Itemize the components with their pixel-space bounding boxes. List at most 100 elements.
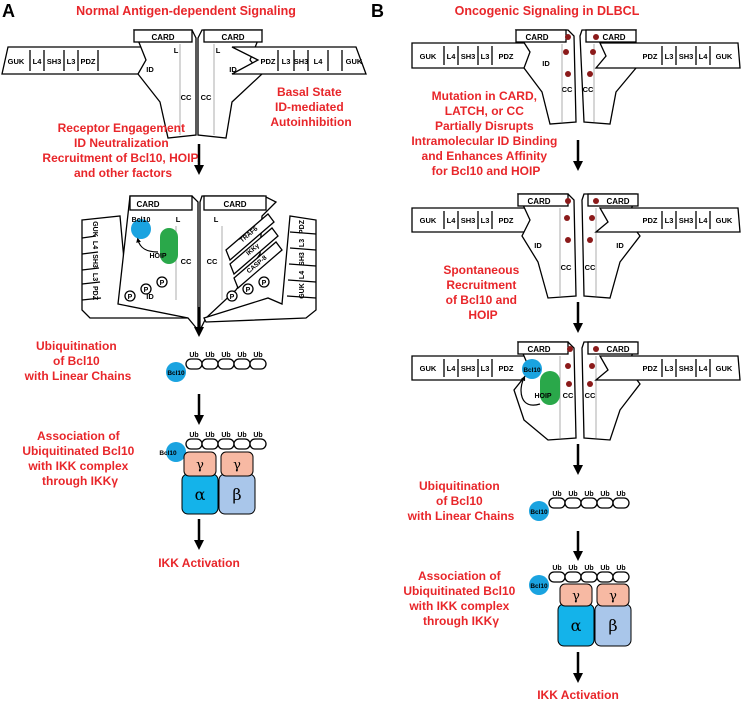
mutation-dot [590,49,596,55]
domain-guk: GUK [420,216,437,225]
ub-label: Ub [616,565,625,572]
hoip-protein [160,228,178,264]
domain-pdz: PDZ [643,364,658,373]
panel-b-title: Oncogenic Signaling in DLBCL [455,4,640,18]
domain-card: CARD [223,200,246,209]
ub-label: Ub [189,352,198,359]
bcl10-label: Bcl10 [167,370,185,377]
ub-label: Ub [205,352,214,359]
panel-a-letter: A [2,1,15,21]
domain-l4: L4 [447,216,457,225]
domain-l4: L4 [699,216,709,225]
mutation-dot [567,346,573,352]
domain-id: ID [616,241,624,250]
domain-l3: L3 [665,52,674,61]
ubiquitination-label: Ubiquitination of Bcl10 with Linear Chai… [24,339,132,383]
gamma-label: γ [233,458,241,473]
ub-chain-unit [580,497,598,509]
mutation-dot [589,363,595,369]
phospho-site [242,283,254,295]
domain-l4: L4 [33,57,43,66]
domain-guk: GUK [299,283,306,299]
bcl10-protein [166,362,186,382]
phospho-label: P [262,280,267,287]
bcl10-label: Bcl10 [523,367,541,374]
ub-label: Ub [253,352,262,359]
ub-label: Ub [221,352,230,359]
bcl10-label: Bcl10 [530,583,548,590]
domain-guk: GUK [8,57,25,66]
recruit-arrow [136,237,159,253]
mutation-dot [565,363,571,369]
domain-guk: GUK [91,221,98,237]
domain-l3: L3 [91,273,98,281]
basal-card11-diagram: GUK L4 SH3 L3 PDZ CARD L ID CC CARD L ID… [1,29,367,139]
domain-l4: L4 [314,57,324,66]
mutant-card11-diagram: GUK L4 SH3 L3 PDZ CARD ID CC CARD ID CC … [411,29,741,125]
domain-l4: L4 [447,52,457,61]
ub-label: Ub [253,432,262,439]
ub-chain-unit [217,358,235,370]
phospho-label: P [160,280,165,287]
domain-guk: GUK [420,364,437,373]
domain-cc: CC [201,93,212,102]
primed-card11-diagram: GUK L4 SH3 L3 PDZ CARD ID CC CARD ID CC … [411,193,741,299]
ub-chain-unit [564,497,582,509]
phospho-site [140,283,152,295]
recruited-card11-diagram: GUK L4 SH3 L3 PDZ CARD CC CARD CC PDZ L3… [411,341,741,441]
ub-chain-unit [217,438,235,450]
panel-a: A Normal Antigen-dependent Signaling GUK… [1,1,367,570]
ub-label: Ub [552,491,561,498]
phospho-site [226,290,238,302]
ub-chain-unit [596,497,614,509]
domain-l3: L3 [481,364,490,373]
domain-card: CARD [606,345,629,354]
domain-sh3: SH3 [294,57,309,66]
gamma-label: γ [572,589,580,604]
ikk-gamma [596,583,630,607]
phospho-label: P [230,294,235,301]
ubiquitination-label: Ubiquitination of Bcl10 with Linear Chai… [407,479,515,523]
domain-l3: L3 [481,216,490,225]
ikk-gamma [220,451,254,477]
domain-pdz: PDZ [299,219,306,234]
phospho-site [258,276,270,288]
domain-l3: L3 [665,216,674,225]
ubiquitinated-bcl10: Bcl10 Ub Ub Ub Ub Ub [166,352,267,382]
recruit-arrow [520,375,541,406]
mutation-dot [566,381,572,387]
domain-sh3: SH3 [679,364,694,373]
domain-cc: CC [181,93,192,102]
ub-chain-unit [548,497,566,509]
bcl10-label: Bcl10 [159,450,177,457]
domain-pdz: PDZ [91,286,98,301]
bcl10-protein [529,575,549,595]
domain-sh3: SH3 [679,52,694,61]
alpha-label: α [195,485,206,504]
domain-id: ID [146,65,154,74]
domain-id: ID [534,241,542,250]
domain-pdz: PDZ [81,57,96,66]
ikk-activation-label: IKK Activation [537,688,619,702]
panel-b: B Oncogenic Signaling in DLBCL GUK L4 SH… [371,1,741,702]
phospho-label: P [128,294,133,301]
bcl10-protein [131,219,151,239]
ub-chain-unit [233,438,251,450]
ub-label: Ub [221,432,230,439]
domain-id: ID [542,59,550,68]
receptor-engagement-label: Receptor Engagement ID Neutralization Re… [42,121,203,180]
panel-b-letter: B [371,1,384,21]
mutation-dot [589,215,595,221]
mutation-dot [563,49,569,55]
domain-pdz: PDZ [499,52,514,61]
mutation-dot [587,71,593,77]
mutation-label: Mutation in CARD, LATCH, or CC Partially… [411,89,560,178]
gamma-label: γ [196,458,204,473]
spontaneous-label: Spontaneous Recruitment of Bcl10 and HOI… [443,263,522,322]
ub-chain-unit [612,497,630,509]
mutation-dot [565,237,571,243]
ub-chain-unit [249,438,267,450]
domain-cc: CC [181,257,192,266]
ikk-complex: Bcl10 Ub Ub Ub Ub Ub γ γ α β [159,432,267,515]
mutation-dot [587,237,593,243]
